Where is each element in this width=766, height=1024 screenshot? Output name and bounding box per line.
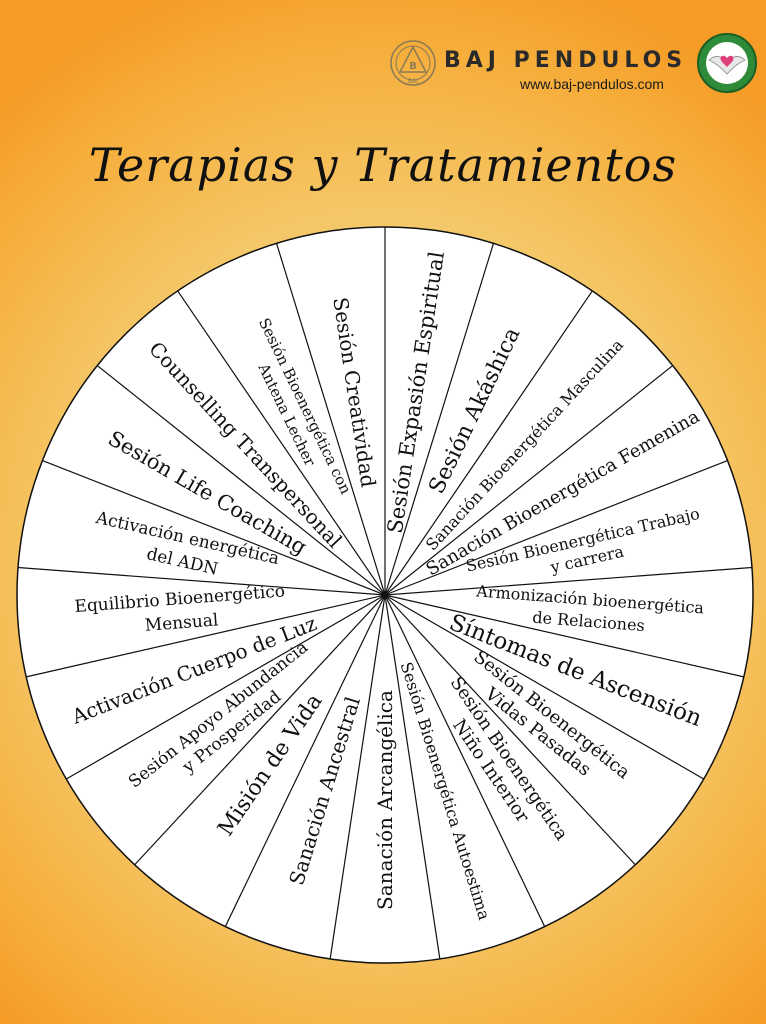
pendulum-monogram-icon: B BAJ bbox=[390, 40, 436, 86]
wheel-divider bbox=[384, 566, 753, 596]
svg-text:B: B bbox=[409, 61, 417, 72]
svg-text:BAJ: BAJ bbox=[408, 78, 418, 85]
brand-name: BAJ PENDULOS bbox=[444, 48, 688, 73]
wheel-divider bbox=[384, 594, 441, 959]
wheel-segment-label: Sanación Arcangélica bbox=[373, 690, 397, 910]
wheel-divider bbox=[384, 594, 704, 780]
wheel-divider bbox=[224, 594, 386, 927]
wheel-divider bbox=[384, 594, 636, 866]
wheel-divider bbox=[96, 365, 386, 596]
wheel-divider bbox=[177, 290, 386, 596]
wheel-divider bbox=[329, 594, 386, 959]
wheel-divider bbox=[384, 290, 593, 596]
wheel-divider bbox=[26, 594, 386, 678]
header: B BAJ BAJ PENDULOS www.baj-pendulos.com bbox=[0, 0, 766, 120]
wheel-divider bbox=[384, 243, 495, 596]
wheel-divider bbox=[384, 594, 546, 927]
wheel-divider bbox=[384, 365, 674, 596]
brand-url[interactable]: www.baj-pendulos.com bbox=[520, 76, 664, 92]
wheel-divider bbox=[384, 594, 744, 678]
wheel-segment-11: Sanación Arcangélica bbox=[373, 690, 397, 910]
wheel-divider bbox=[17, 566, 386, 596]
wheel-divider bbox=[42, 459, 386, 596]
wheel-divider bbox=[66, 594, 386, 780]
wheel-divider bbox=[384, 459, 728, 596]
wheel-divider bbox=[275, 243, 386, 596]
dove-heart-seal-icon bbox=[697, 33, 757, 93]
page-title: Terapias y Tratamientos bbox=[88, 138, 678, 192]
wheel-divider bbox=[134, 594, 386, 866]
